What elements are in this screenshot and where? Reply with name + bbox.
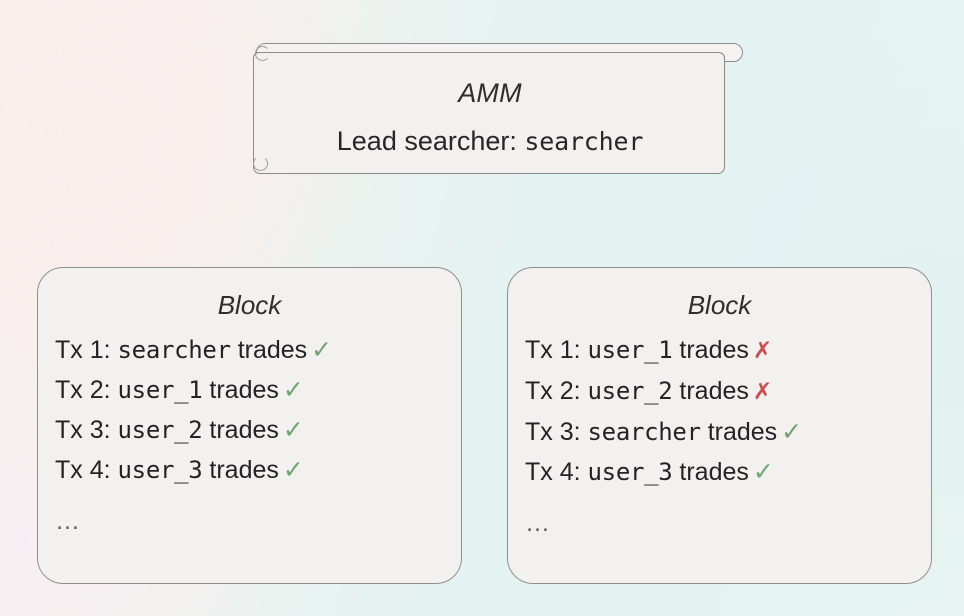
tx-actor: user_3	[117, 456, 203, 484]
tx-verb: trades	[679, 336, 749, 364]
amm-card-content: AMM Lead searcher: searcher	[254, 73, 724, 162]
cross-icon: ✗	[752, 338, 773, 364]
block-right-title: Block	[687, 290, 752, 320]
block-card-right: Block Tx 1: user_1 trades✗Tx 2: user_2 t…	[507, 267, 932, 584]
tx-index-label: Tx 3:	[525, 418, 581, 446]
tx-actor: user_1	[587, 336, 673, 364]
tx-row: Tx 2: user_1 trades✓	[55, 370, 461, 410]
tx-row: Tx 4: user_3 trades✓	[525, 452, 931, 492]
tx-index-label: Tx 1:	[55, 336, 111, 364]
tx-actor: searcher	[117, 336, 232, 364]
tx-verb: trades	[679, 458, 749, 486]
check-icon: ✓	[282, 415, 304, 444]
amm-card: AMM Lead searcher: searcher	[253, 43, 743, 174]
tx-row: Tx 1: user_1 trades✗	[525, 330, 931, 371]
amm-lead-searcher-label: Lead searcher:	[336, 126, 517, 156]
tx-actor: user_2	[587, 377, 673, 405]
check-icon: ✓	[311, 335, 333, 364]
tx-index-label: Tx 2:	[55, 376, 111, 404]
check-icon: ✓	[752, 457, 774, 486]
tx-row: Tx 3: user_2 trades✓	[55, 410, 461, 450]
tx-actor: user_1	[117, 376, 203, 404]
tx-actor: user_3	[587, 458, 673, 486]
block-left-tx-list: Tx 1: searcher trades✓Tx 2: user_1 trade…	[38, 330, 461, 490]
tx-row: Tx 1: searcher trades✓	[55, 330, 461, 370]
tx-row: Tx 4: user_3 trades✓	[55, 450, 461, 490]
block-right-ellipsis: …	[525, 509, 551, 537]
tx-index-label: Tx 4:	[525, 458, 581, 486]
tx-verb: trades	[237, 336, 308, 364]
check-icon: ✓	[781, 417, 803, 446]
block-right-tx-list: Tx 1: user_1 trades✗Tx 2: user_2 trades✗…	[508, 330, 931, 492]
tx-verb: trades	[209, 376, 279, 404]
amm-lead-searcher-line: Lead searcher: searcher	[254, 121, 724, 162]
tx-row: Tx 3: searcher trades✓	[525, 412, 931, 452]
tx-verb: trades	[209, 456, 279, 484]
amm-card-body: AMM Lead searcher: searcher	[253, 52, 725, 174]
tx-actor: user_2	[117, 416, 203, 444]
tx-index-label: Tx 1:	[525, 336, 581, 364]
block-card-left: Block Tx 1: searcher trades✓Tx 2: user_1…	[37, 267, 462, 584]
tx-verb: trades	[679, 377, 749, 405]
check-icon: ✓	[282, 455, 304, 484]
tx-actor: searcher	[587, 418, 702, 446]
tx-verb: trades	[707, 418, 778, 446]
amm-lead-searcher-value: searcher	[524, 127, 644, 156]
cross-icon: ✗	[752, 379, 773, 405]
tx-verb: trades	[209, 416, 279, 444]
tx-index-label: Tx 4:	[55, 456, 111, 484]
amm-corner-loop-bottom-left-icon	[253, 156, 268, 171]
tx-row: Tx 2: user_2 trades✗	[525, 371, 931, 412]
block-left-ellipsis: …	[55, 507, 81, 535]
amm-title: AMM	[458, 78, 522, 108]
amm-corner-loop-top-left-icon	[255, 46, 270, 61]
check-icon: ✓	[282, 375, 304, 404]
tx-index-label: Tx 3:	[55, 416, 111, 444]
tx-index-label: Tx 2:	[525, 377, 581, 405]
block-left-title: Block	[217, 290, 282, 320]
